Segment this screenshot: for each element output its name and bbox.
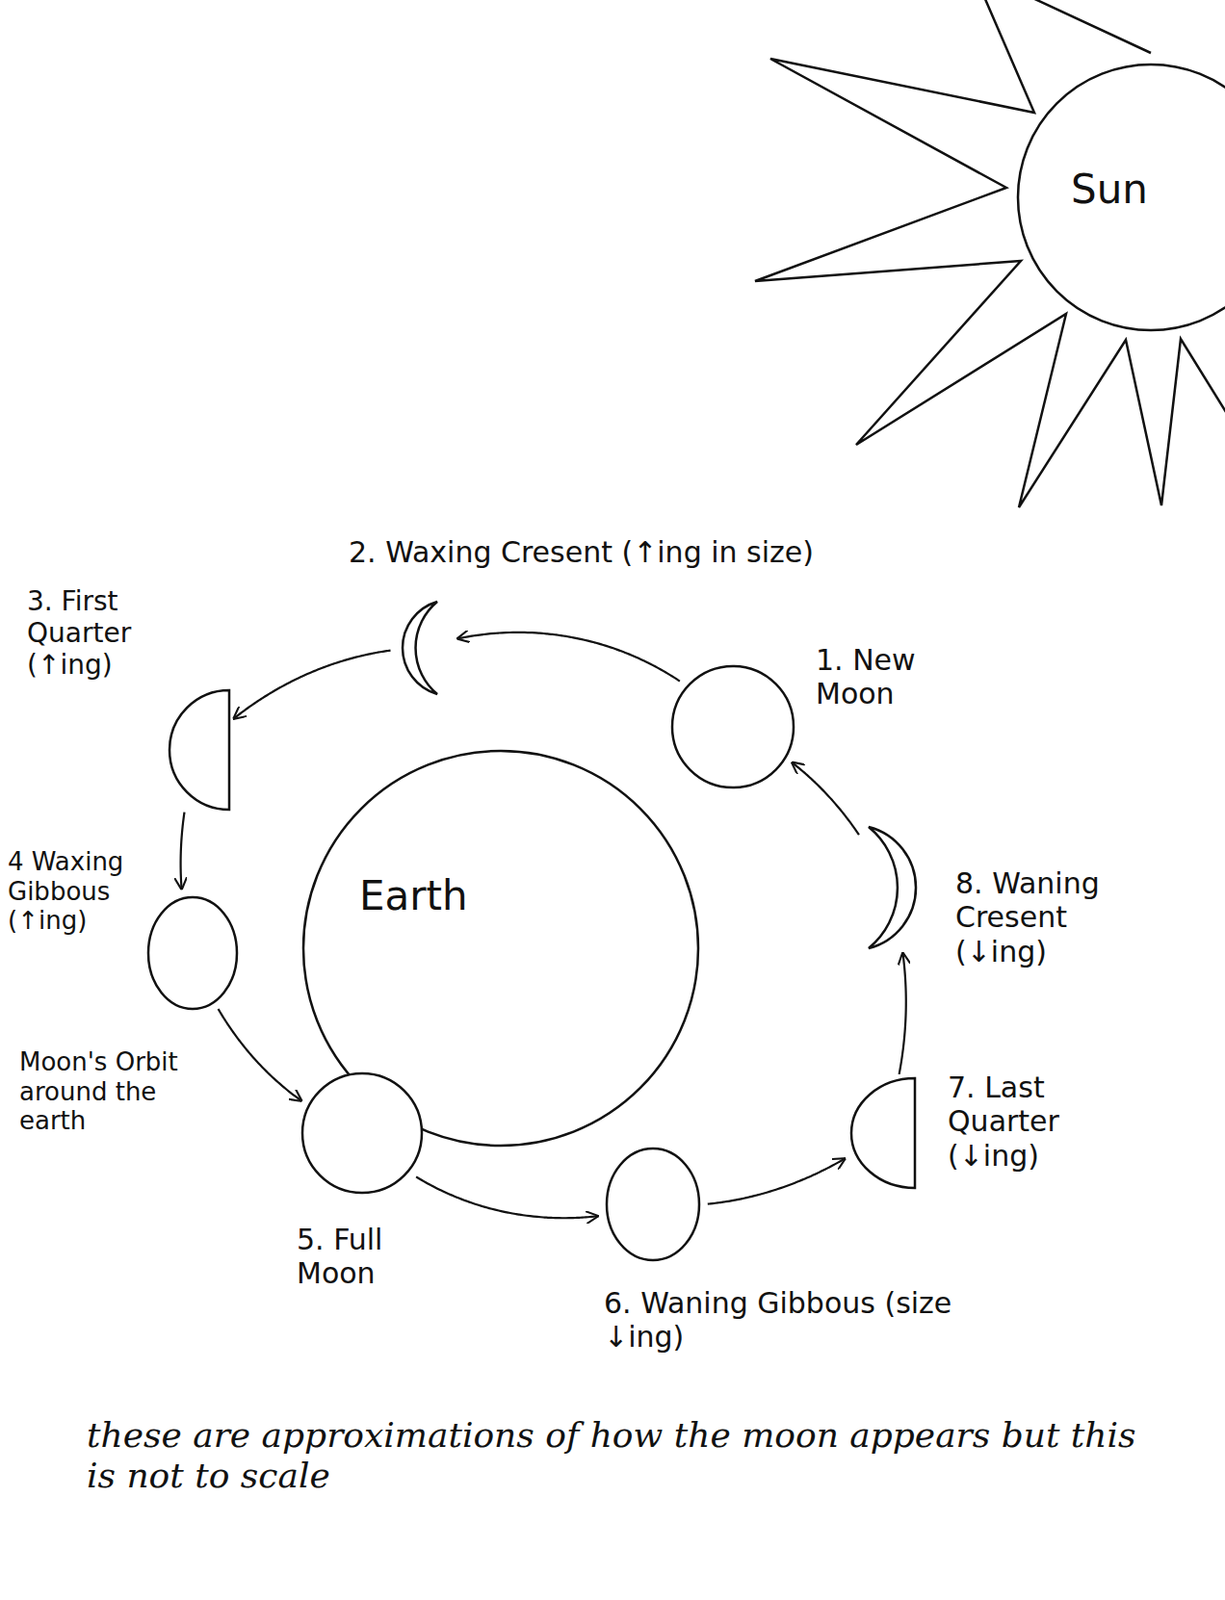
phase-label: 4 Waxing Gibbous (↑ing) [5, 847, 133, 937]
orbit-arrow [899, 952, 907, 1075]
phase-label: 3. First Quarter (↑ing) [25, 585, 157, 681]
waxing-gibbous: 4 Waxing Gibbous (↑ing) [146, 895, 239, 1012]
full-moon-outline [300, 1071, 424, 1196]
waning-crescent-shape [868, 827, 916, 949]
waning-gibbous: 6. Waning Gibbous (size ↓ing) [604, 1146, 702, 1263]
waning-crescent-outline [849, 825, 927, 951]
phase-label: 2. Waxing Cresent (↑ing in size) [346, 535, 816, 570]
body-label: Sun [1070, 165, 1148, 214]
first-quarter-shape [169, 690, 230, 810]
orbit-arrow [791, 762, 860, 836]
waning-gibbous-outline [604, 1146, 702, 1263]
label-wrap: Earth [359, 872, 572, 921]
orbit-arrow [416, 1176, 599, 1219]
orbit-arrow [181, 812, 185, 891]
caption: these are approximations of how the moon… [86, 1415, 1175, 1498]
orbit-label: Moon's Orbit around the earth [17, 1047, 215, 1137]
new-moon-outline [670, 664, 796, 790]
phase-label: 1. New Moon [813, 643, 978, 712]
sun-circle: Sun [1016, 62, 1225, 333]
body-label: Earth [359, 872, 469, 921]
sun-circle-shape [1017, 64, 1225, 331]
orbit-arrow [233, 651, 391, 720]
waxing-gibbous-outline [146, 895, 239, 1012]
label-wrap: 6. Waning Gibbous (size ↓ing) [601, 1286, 1007, 1356]
waning-gibbous-shape [606, 1148, 700, 1261]
phase-label: 8. Waning Cresent (↓ing) [953, 866, 1156, 969]
label-wrap: 2. Waxing Cresent (↑ing in size) [346, 535, 983, 570]
phase-label: 7. Last Quarter (↓ing) [945, 1070, 1148, 1173]
orbit-arrow [456, 632, 680, 682]
new-moon: 1. New Moon [670, 664, 796, 790]
label-wrap: 5. Full Moon [294, 1223, 449, 1292]
caption-wrap: these are approximations of how the moon… [86, 1415, 1175, 1498]
label-wrap: 3. First Quarter (↑ing) [25, 585, 157, 681]
waxing-crescent: 2. Waxing Cresent (↑ing in size) [396, 599, 451, 697]
label-wrap: 7. Last Quarter (↓ing) [945, 1070, 1148, 1173]
waxing-crescent-outline [396, 599, 451, 697]
label-wrap: 4 Waxing Gibbous (↑ing) [5, 847, 133, 937]
orbit-arrow [218, 1009, 303, 1102]
label-wrap: Sun [1070, 165, 1206, 214]
last-quarter: 7. Last Quarter (↓ing) [848, 1076, 918, 1191]
label-wrap: 8. Waning Cresent (↓ing) [953, 866, 1156, 969]
waning-crescent: 8. Waning Cresent (↓ing) [849, 825, 927, 951]
phase-label: 6. Waning Gibbous (size ↓ing) [601, 1286, 1007, 1356]
last-quarter-shape [851, 1078, 915, 1189]
waxing-crescent-shape [402, 601, 438, 695]
first-quarter: 3. First Quarter (↑ing) [166, 688, 233, 812]
last-quarter-outline [848, 1076, 918, 1191]
full-moon-shape [302, 1073, 422, 1194]
label-wrap: Moon's Orbit around the earth [17, 1047, 215, 1137]
waxing-gibbous-shape [148, 897, 237, 1010]
full-moon: 5. Full Moon [300, 1071, 424, 1196]
label-wrap: 1. New Moon [813, 643, 978, 712]
phase-label: 5. Full Moon [294, 1223, 449, 1292]
orbit-arrow [707, 1158, 846, 1205]
new-moon-shape [672, 666, 794, 788]
first-quarter-outline [166, 688, 233, 812]
